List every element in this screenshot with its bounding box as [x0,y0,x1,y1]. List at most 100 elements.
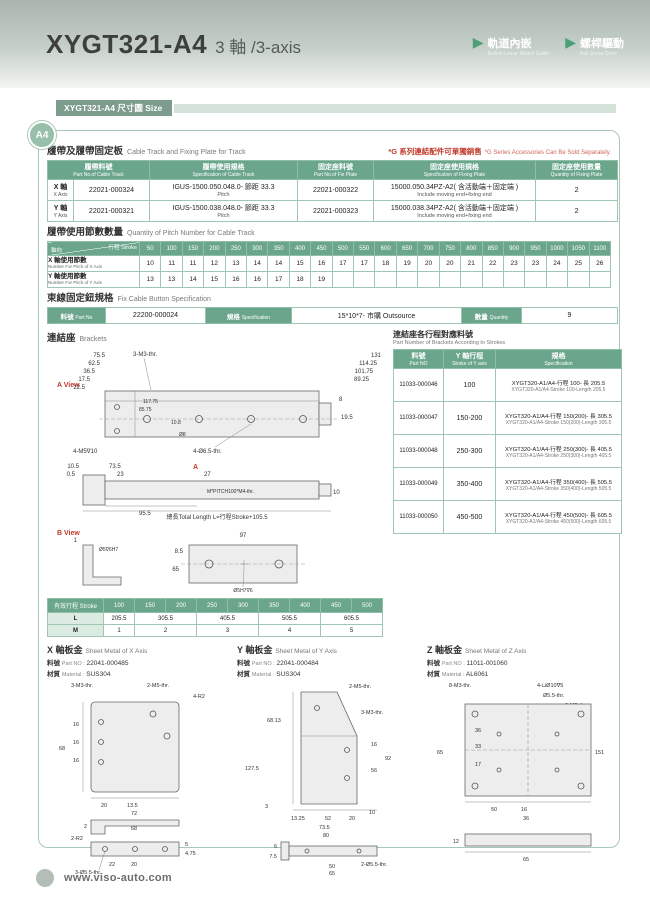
g-series-note: *G 系列連結配件可單獨銷售 *G Series Accessories Can… [388,147,611,156]
material-line: 材質 Material : SUS304 [237,671,301,678]
svg-text:97: 97 [240,533,247,539]
pitch-value-cell: 13 [160,271,183,288]
sheet-metal-y: Y 軸板金 Sheet Metal of Y Axis 料號 Part NO :… [237,643,421,876]
eff-row-label: L [47,612,104,625]
sheet-metal-x: X 軸板金 Sheet Metal of X Axis 料號 Part NO :… [47,643,231,876]
pitch-value-cell: 23 [502,255,526,272]
svg-text:20: 20 [101,803,107,809]
stroke-header-cell: 100 [160,241,183,256]
svg-text:36: 36 [523,816,529,822]
spec-cell: XYGT320-A1/A4-行程 150(200)- 長 305.5 XYGT3… [495,401,622,435]
pitch-value-cell: 13 [224,255,248,272]
material-line: 材質 Material : SUS304 [47,671,111,678]
stroke-cell: 150-200 [443,401,496,435]
spec-cell: XYGT320-A1/A4-行程 100- 長 205.5 XYGT320-A1… [495,368,622,402]
svg-text:Ø5∇6H7: Ø5∇6H7 [99,547,118,553]
svg-text:80: 80 [323,833,329,839]
section-title-en: Cable Track and Fixing Plate for Track [127,149,246,156]
stroke-header-cell: 600 [374,241,397,256]
pitch-value-cell [460,271,483,288]
svg-text:62.5: 62.5 [88,361,100,367]
pitch-value-cell: 19 [310,271,333,288]
svg-text:4-⊔Ø10∇5: 4-⊔Ø10∇5 [537,682,563,689]
pitch-value-cell: 11 [181,255,205,272]
pitch-value-cell [502,271,526,288]
pitch-value-cell [331,271,355,288]
qty-label: 數量 Quantity [461,307,522,324]
svg-text:20: 20 [349,816,355,822]
svg-text:總長Total Length L=行程Stroke+105.: 總長Total Length L=行程Stroke+105.5 [166,513,268,521]
svg-text:20: 20 [131,862,137,868]
row-label: Y 軸使用節數 Number For Pitch of Y Axis [47,271,140,288]
product-model: XYGT321-A4 [46,28,208,59]
svg-text:10: 10 [333,490,340,496]
stroke-header-cell: 900 [502,241,526,256]
plate-spec-cell: 15000.038.34PZ-A2( 含活動端＋固定端 )Include mov… [373,200,537,222]
svg-text:2-Ø5.5-thr.: 2-Ø5.5-thr. [361,862,388,868]
stroke-cell: 100 [443,368,496,402]
page-badge: A4 [28,121,56,149]
stroke-header-cell: 850 [481,241,504,256]
feature-item: ▶ 螺桿驅動 Ball Screw Drive [565,34,624,57]
pitch-value-cell [374,271,397,288]
svg-text:75.5: 75.5 [93,353,105,359]
pitch-value-cell: 14 [246,255,269,272]
pitch-value-cell: 20 [438,255,462,272]
part-no-cell: 11033-000046 [393,368,444,402]
brackets-section: 連結座 Brackets A View 75.5 62.5 36.5 17.5 … [47,328,622,637]
diagonal-corner-cell: 行程 Stroke 軸向 [47,241,140,256]
svg-text:7.5: 7.5 [269,854,277,860]
svg-text:Ø5H7∇6: Ø5H7∇6 [233,588,252,594]
svg-text:22: 22 [109,862,115,868]
plate-part-cell: 22021-000323 [297,200,375,222]
eff-row-label: M [47,624,104,637]
qty-cell: 2 [535,179,619,201]
sheet-metal-z: Z 軸板金 Sheet Metal of Z Axis 料號 Part NO :… [427,643,611,876]
svg-text:68.13: 68.13 [267,718,281,724]
feature-label-en: Ball Screw Drive [580,51,617,57]
cable-track-section-title: 履帶及履帶固定板 Cable Track and Fixing Plate fo… [47,143,611,157]
svg-text:16: 16 [521,807,527,813]
bracket-parts-title: 連結座各行程對應料號 Part Number of Brackets Accor… [393,330,506,346]
svg-text:27: 27 [204,472,211,478]
svg-text:2-M5-thr.: 2-M5-thr. [147,683,169,689]
pitch-value-cell: 16 [246,271,269,288]
eff-stroke-cell: 450 [320,598,352,613]
qty-cell: 2 [535,200,619,222]
table-row: 11033-000049 350-400 XYGT320-A1/A4-行程 35… [393,467,622,501]
material-line: 材質 Material : AL6061 [427,671,489,678]
svg-text:65: 65 [523,857,529,863]
pitch-value-cell: 25 [567,255,590,272]
eff-stroke-cell: 500 [351,598,383,613]
svg-text:114.25: 114.25 [359,361,378,367]
svg-text:A View: A View [57,382,80,389]
part-no-cell: 11033-000047 [393,401,444,435]
spec-cell: XYGT320-A1/A4-行程 450(500)- 長 605.5 XYGT3… [495,500,622,534]
spec-cell: XYGT320-A1/A4-行程 350(400)- 長 505.5 XYGT3… [495,467,622,501]
stroke-cell: 450-500 [443,500,496,534]
part-no-line: 料號 Part NO : 22041-000484 [237,660,319,667]
brand-logo-icon [36,869,54,887]
svg-text:36.5: 36.5 [83,369,95,375]
section-bar: XYGT321-A4 尺寸圖 Size [56,100,616,116]
bracket-b-view-drawing: B View 1 Ø5∇6H7 97 8.5 65 Ø5H7∇6 [57,530,305,594]
feature-item: ▶ 軌道內嵌 Built-in Linear Motion Guide [472,34,549,57]
svg-text:16: 16 [73,740,79,746]
stroke-header-cell: 150 [181,241,205,256]
svg-text:2-R2: 2-R2 [71,836,83,842]
eff-stroke-cell: 150 [134,598,166,613]
svg-text:0.5: 0.5 [67,472,76,478]
feature-label-zh: 軌道內嵌 [487,38,532,50]
svg-text:Ø8: Ø8 [179,432,186,438]
pitch-value-cell [353,271,376,288]
arrow-right-icon: ▶ [565,34,576,50]
arrow-right-icon: ▶ [472,34,484,50]
